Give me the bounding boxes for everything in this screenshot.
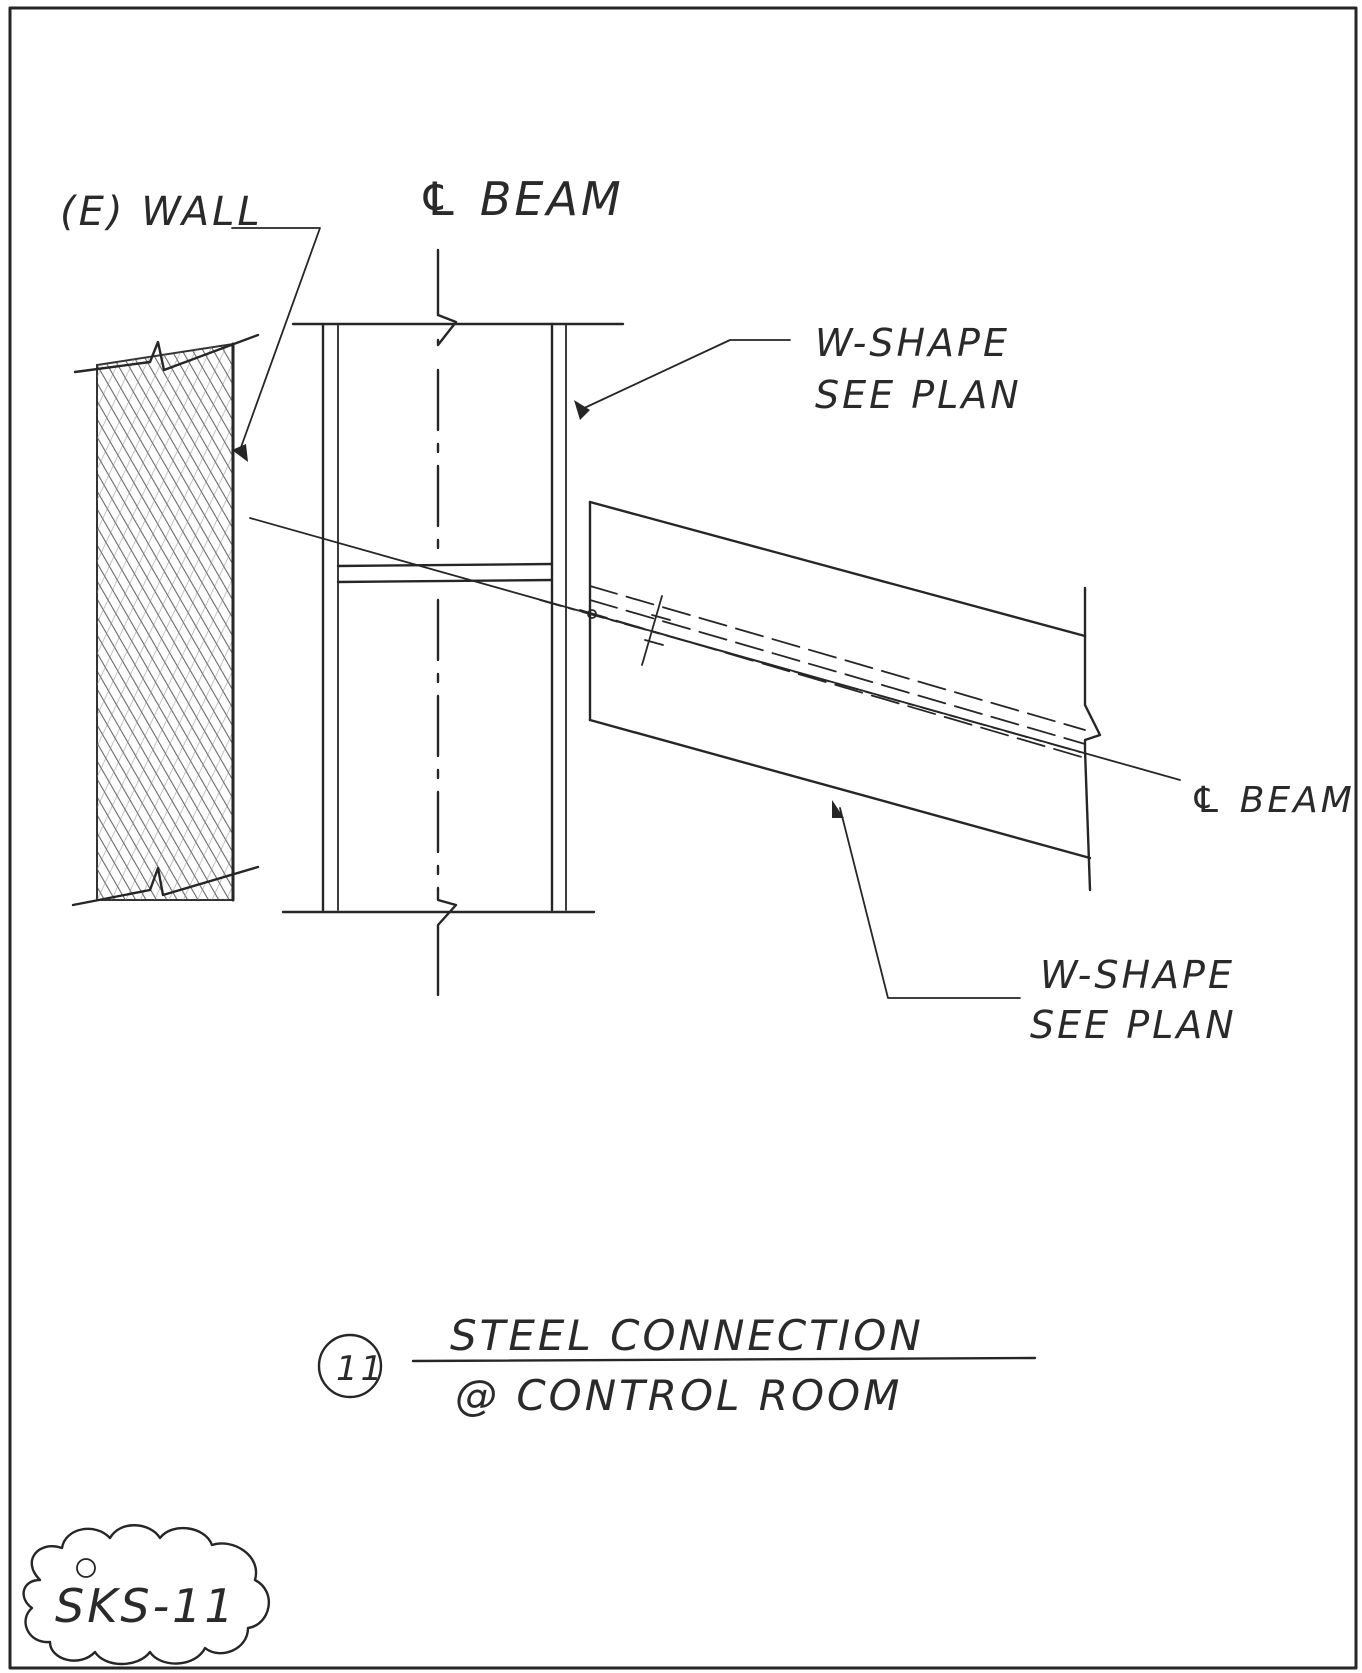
- leader-ce-wall: [231, 227, 321, 462]
- label-w-shape-upper-1: W-SHAPE: [815, 321, 1010, 365]
- sheet-tag: SKS-11: [22, 1524, 271, 1666]
- label-w-shape-lower-2: SEE PLAN: [1030, 1003, 1237, 1047]
- title-underline: [411, 1356, 1037, 1363]
- vertical-w-shape: [281, 322, 625, 914]
- leader-w-shape-lower: [832, 800, 1021, 999]
- label-centerline-beam-right: ℄ BEAM: [1190, 780, 1355, 821]
- detail-number: 11: [336, 1349, 385, 1389]
- vertical-beam-centerline: [436, 248, 458, 997]
- title-line-1: STEEL CONNECTION: [450, 1311, 924, 1360]
- inclined-beam-centerline: [249, 517, 1181, 781]
- label-w-shape-lower-1: W-SHAPE: [1040, 953, 1235, 997]
- label-centerline-beam-top: ℄ BEAM: [418, 172, 624, 226]
- revision-cloud: [22, 1524, 271, 1666]
- label-w-shape-upper-2: SEE PLAN: [815, 373, 1022, 417]
- leader-w-shape-upper: [574, 339, 791, 420]
- sheet-tag-text: SKS-11: [55, 1579, 237, 1633]
- existing-wall: [71, 333, 260, 907]
- detail-number-bubble: [317, 1333, 383, 1399]
- label-ce-wall: (E) WALL: [60, 189, 263, 235]
- detail-title-block: 11 STEEL CONNECTION @ CONTROL ROOM: [317, 1311, 1037, 1420]
- sheet-border: [8, 6, 1358, 1670]
- inclined-w-shape: [579, 500, 1102, 892]
- title-line-2: @ CONTROL ROOM: [455, 1371, 902, 1420]
- cloud-bubble: [76, 1558, 96, 1578]
